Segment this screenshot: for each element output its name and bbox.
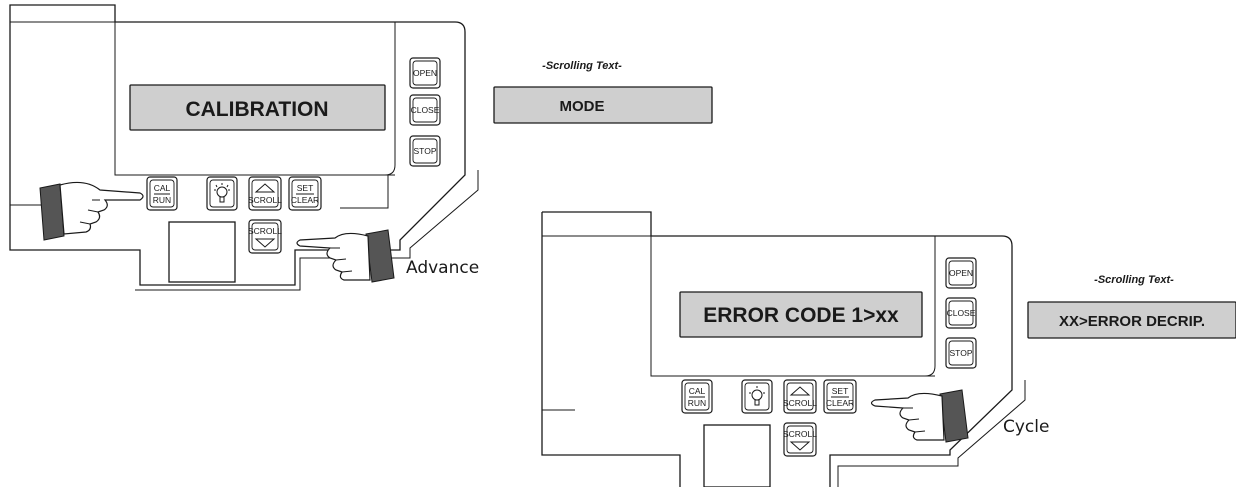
up-triangle-icon bbox=[789, 386, 811, 396]
set-clear-button[interactable]: SET CLEAR bbox=[823, 379, 857, 414]
light-bulb-icon bbox=[214, 183, 230, 203]
svg-text:CLEAR: CLEAR bbox=[826, 398, 854, 408]
svg-text:CAL: CAL bbox=[154, 183, 171, 193]
svg-text:SCROLL: SCROLL bbox=[783, 429, 817, 439]
housing-inner-right bbox=[924, 236, 936, 377]
cal-run-button[interactable]: CAL RUN bbox=[681, 379, 713, 414]
open-button[interactable]: OPEN bbox=[409, 57, 441, 89]
svg-text:SCROLL: SCROLL bbox=[783, 398, 817, 408]
housing-step bbox=[340, 175, 389, 209]
svg-text:RUN: RUN bbox=[688, 398, 706, 408]
up-triangle-icon bbox=[254, 183, 276, 193]
scrolling-display bbox=[1027, 301, 1236, 339]
cal-run-button[interactable]: CAL RUN bbox=[146, 176, 178, 211]
scroll-up-button[interactable]: SCROLL bbox=[248, 176, 282, 211]
pointing-hand-icon bbox=[39, 181, 144, 241]
svg-text:STOP: STOP bbox=[950, 348, 973, 358]
recessed-panel bbox=[703, 424, 771, 487]
down-triangle-icon bbox=[254, 238, 276, 248]
action-label: Cycle bbox=[1003, 417, 1049, 437]
lcd-text: CALIBRATION bbox=[185, 98, 328, 121]
housing-inner-right bbox=[384, 22, 396, 176]
close-button[interactable]: CLOSE bbox=[945, 297, 977, 329]
control-panel-1: CALIBRATION OPEN CLOSE STOP CAL RUN bbox=[9, 4, 479, 291]
housing-outline-left bbox=[541, 212, 681, 487]
light-button[interactable] bbox=[206, 176, 238, 211]
scrolling-display-text: MODE bbox=[560, 98, 605, 115]
open-button[interactable]: OPEN bbox=[945, 257, 977, 289]
svg-text:CLEAR: CLEAR bbox=[291, 195, 319, 205]
svg-text:OPEN: OPEN bbox=[413, 68, 437, 78]
scrolling-display bbox=[493, 86, 713, 124]
close-button[interactable]: CLOSE bbox=[409, 94, 441, 126]
svg-text:RUN: RUN bbox=[153, 195, 171, 205]
recessed-panel bbox=[168, 221, 236, 283]
control-panel-2: ERROR CODE 1>xx OPEN CLOSE STOP CAL RUN bbox=[541, 211, 1049, 487]
svg-text:SCROLL: SCROLL bbox=[248, 226, 282, 236]
housing-back-edge bbox=[837, 380, 1026, 487]
housing-outline bbox=[9, 4, 466, 286]
svg-text:SET: SET bbox=[832, 386, 849, 396]
svg-text:SCROLL: SCROLL bbox=[248, 195, 282, 205]
action-label: Advance bbox=[406, 258, 479, 278]
housing-inner-line bbox=[542, 235, 935, 377]
lcd-text: ERROR CODE 1>xx bbox=[703, 304, 899, 327]
set-clear-button[interactable]: SET CLEAR bbox=[288, 176, 322, 211]
scrolling-text-note: -Scrolling Text- bbox=[1094, 274, 1174, 286]
lcd-display bbox=[129, 84, 386, 131]
scrolling-display-text: XX>ERROR DECRIP. bbox=[1059, 313, 1205, 330]
svg-text:CLOSE: CLOSE bbox=[411, 105, 440, 115]
light-bulb-icon bbox=[749, 386, 765, 406]
svg-text:STOP: STOP bbox=[414, 146, 437, 156]
svg-text:CLOSE: CLOSE bbox=[947, 308, 976, 318]
svg-text:SET: SET bbox=[297, 183, 314, 193]
housing-outline bbox=[542, 211, 1013, 487]
scrolling-text-note: -Scrolling Text- bbox=[542, 60, 622, 72]
light-button[interactable] bbox=[741, 379, 773, 414]
scroll-down-button[interactable]: SCROLL bbox=[248, 219, 282, 254]
scrolling-text-1: -Scrolling Text- MODE bbox=[493, 60, 713, 124]
pointing-hand-icon bbox=[296, 229, 395, 283]
svg-text:CAL: CAL bbox=[689, 386, 706, 396]
pointing-hand-icon bbox=[870, 389, 969, 443]
scroll-down-button[interactable]: SCROLL bbox=[783, 422, 817, 457]
lcd-display bbox=[679, 291, 923, 338]
stop-button[interactable]: STOP bbox=[945, 337, 977, 369]
down-triangle-icon bbox=[789, 441, 811, 451]
scrolling-text-2: -Scrolling Text- XX>ERROR DECRIP. bbox=[1027, 274, 1236, 339]
stop-button[interactable]: STOP bbox=[409, 135, 441, 167]
housing-inner-line bbox=[10, 21, 395, 176]
scroll-up-button[interactable]: SCROLL bbox=[783, 379, 817, 414]
housing-back-edge bbox=[135, 170, 479, 291]
svg-text:OPEN: OPEN bbox=[949, 268, 973, 278]
